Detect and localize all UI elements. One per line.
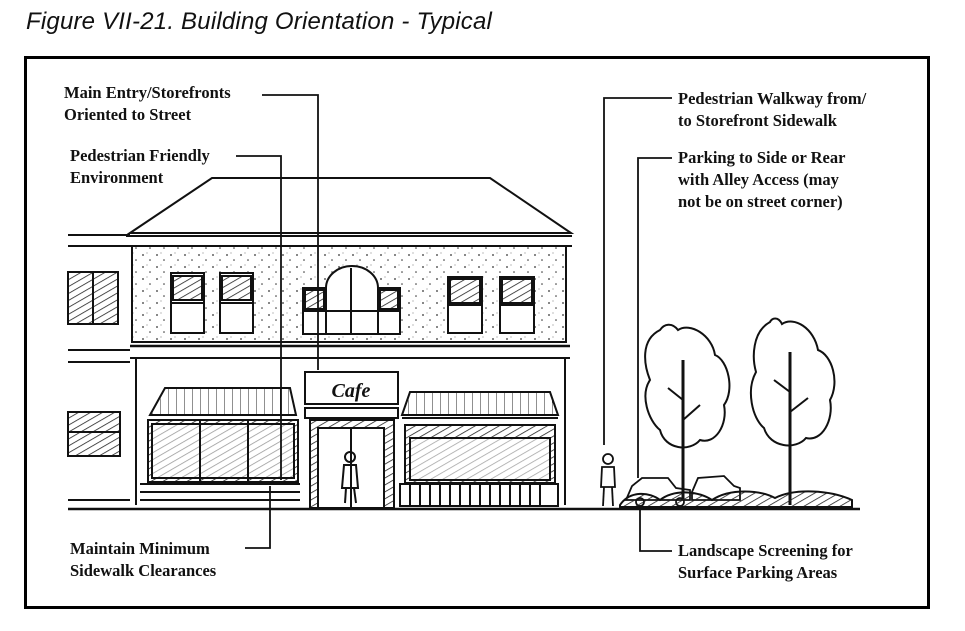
label-sidewalk-clearance: Maintain Minimum Sidewalk Clearances bbox=[70, 539, 217, 580]
leader-landscape bbox=[639, 510, 672, 552]
pedestrian-figure bbox=[600, 453, 616, 507]
left-storefront bbox=[140, 387, 300, 501]
cafe-entry bbox=[304, 371, 399, 509]
leader-pedestrian-friendly bbox=[236, 155, 282, 480]
label-parking: Parking to Side or Rear with Alley Acces… bbox=[678, 148, 846, 211]
cafe-sign: Cafe bbox=[332, 380, 371, 402]
leader-main-entry bbox=[262, 94, 319, 370]
tree-1 bbox=[644, 323, 731, 500]
label-main-entry: Main Entry/Storefronts Oriented to Stree… bbox=[64, 83, 231, 124]
adjacent-building bbox=[67, 234, 130, 501]
leader-pedestrian-walkway bbox=[603, 97, 672, 445]
right-storefront bbox=[399, 391, 560, 507]
illustration-frame bbox=[24, 56, 930, 609]
upper-windows bbox=[170, 265, 535, 335]
label-pedestrian-walkway: Pedestrian Walkway from/ to Storefront S… bbox=[678, 89, 867, 130]
leader-lines bbox=[236, 94, 672, 552]
landscape-shrubs bbox=[619, 490, 853, 508]
leader-sidewalk-clearance bbox=[245, 486, 271, 549]
figure-caption: Figure VII-21. Building Orientation - Ty… bbox=[26, 8, 493, 35]
leader-parking bbox=[637, 157, 672, 478]
label-pedestrian-friendly: Pedestrian Friendly Environment bbox=[70, 146, 210, 187]
label-landscape: Landscape Screening for Surface Parking … bbox=[678, 541, 853, 582]
tree-2 bbox=[749, 317, 836, 505]
